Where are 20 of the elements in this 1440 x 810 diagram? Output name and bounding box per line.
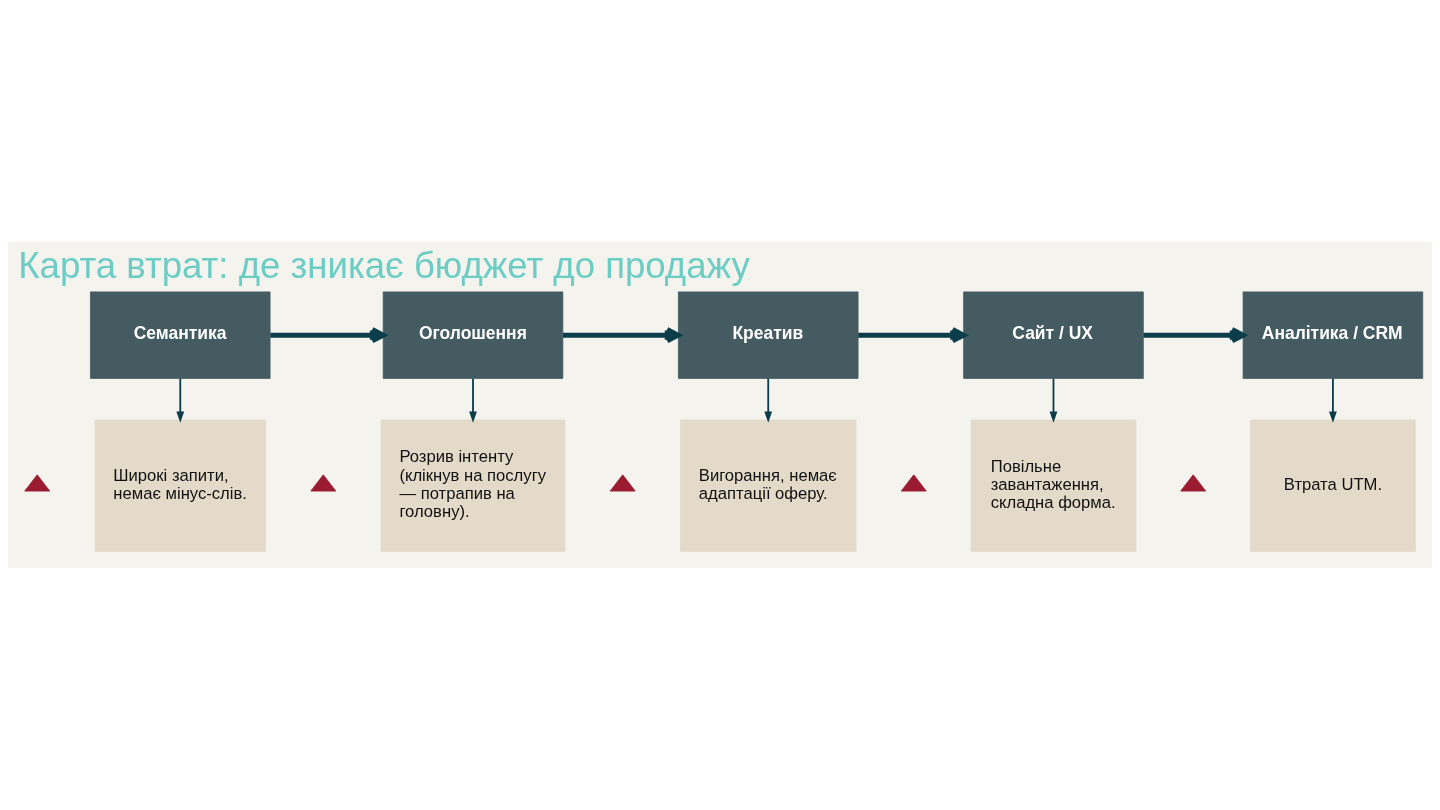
arrow (1329, 377, 1337, 423)
node-box: Оголошення (382, 291, 564, 379)
arrow (858, 327, 967, 344)
node-box: Повільне завантаження, складна форма. (970, 419, 1137, 552)
arrow (1143, 327, 1246, 344)
node-box: Аналітика / CRM (1242, 291, 1424, 379)
arrow (1049, 377, 1058, 423)
node-box: Втрата UTM. (1250, 419, 1416, 552)
node-box: Сайт / UX (963, 291, 1144, 379)
node-box: Семантика (90, 291, 271, 379)
node-box: Широкі запити, немає мінус-слів. (94, 419, 266, 552)
arrow (562, 327, 681, 344)
node-box: Розрив інтенту (клікнув на послугу — потрапив на головну). (380, 419, 566, 552)
arrow (764, 377, 773, 423)
node-box: Вигорання, немає адаптації оферу. (680, 419, 857, 552)
node-box: Креатив (678, 291, 859, 379)
arrow (469, 377, 477, 423)
arrow (176, 377, 185, 423)
diagram-title: Карта втрат: де зникає бюджет до продажу (18, 244, 750, 286)
arrow (270, 327, 387, 344)
